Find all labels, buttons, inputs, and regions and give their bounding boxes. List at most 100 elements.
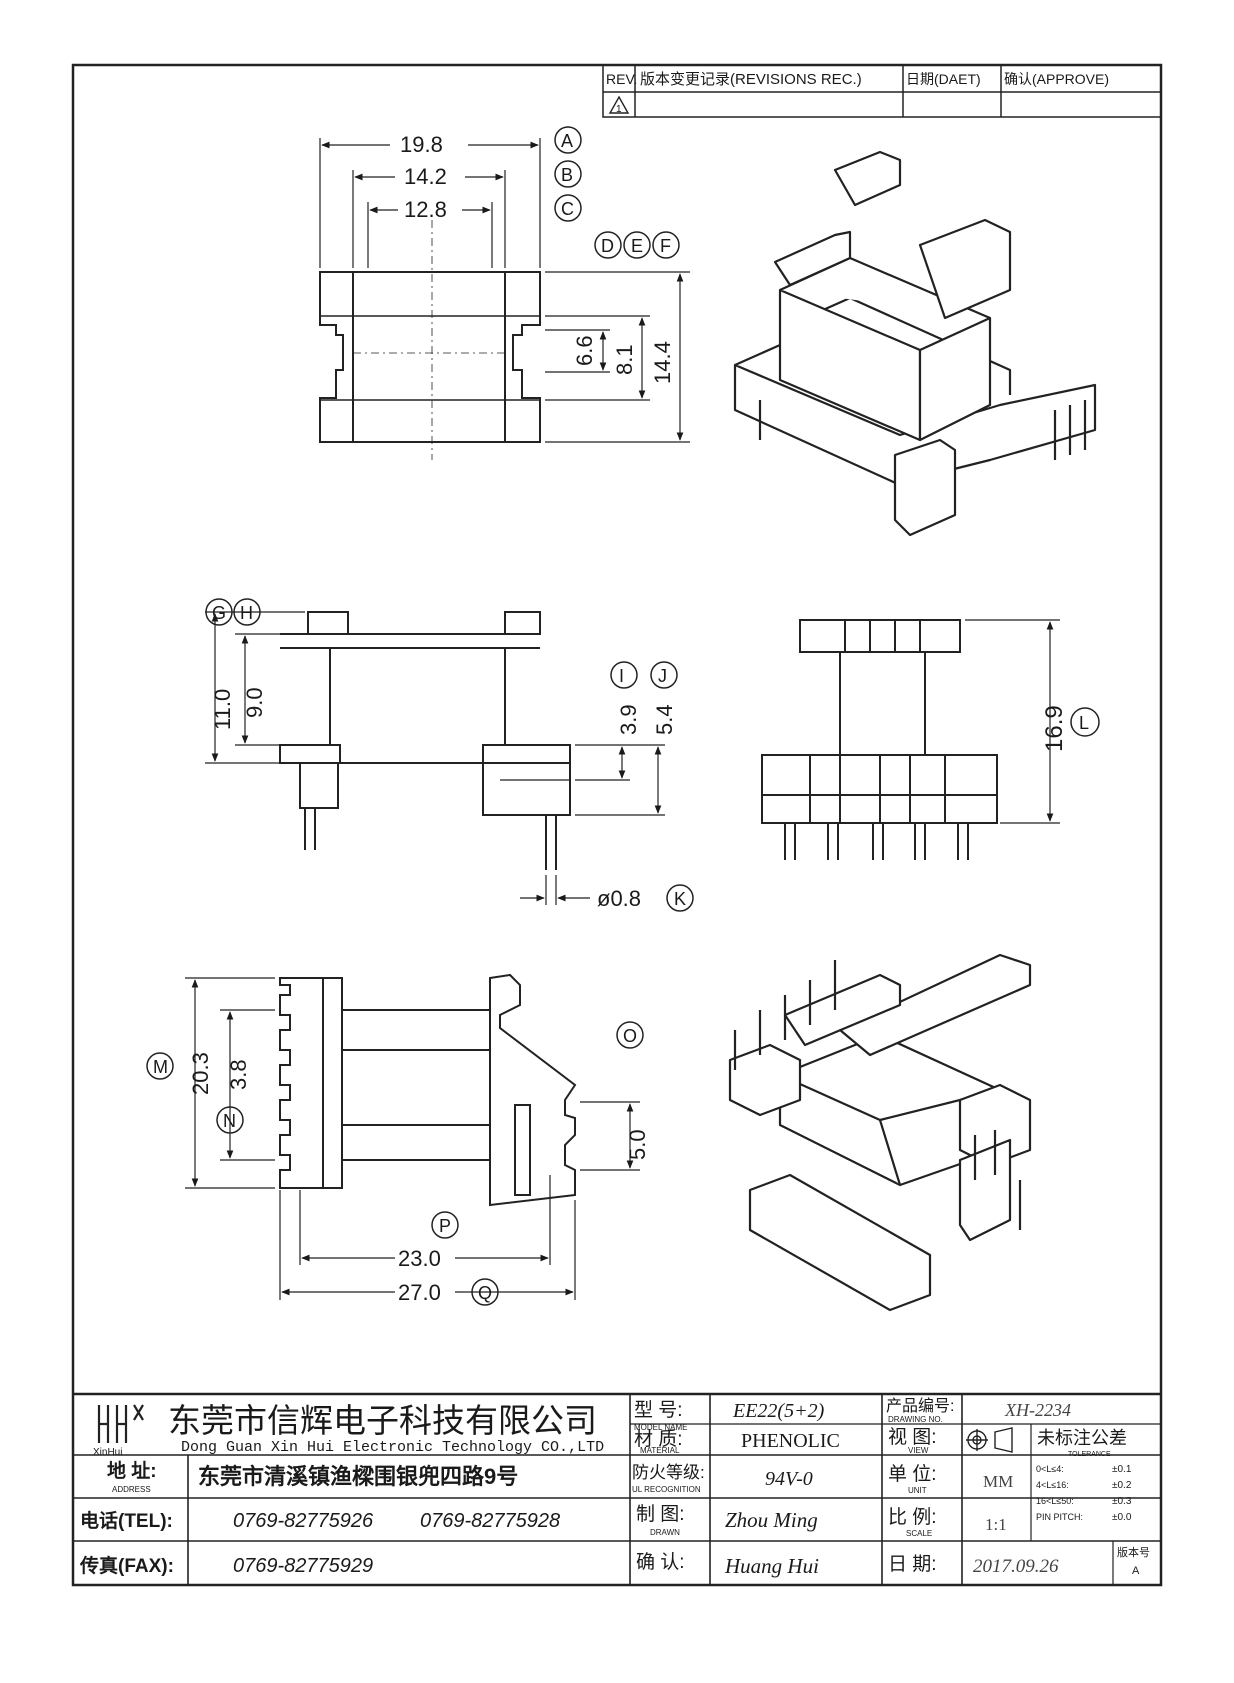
version-value: A: [1132, 1565, 1140, 1577]
rev-triangle-icon: 1: [608, 95, 630, 115]
scale-value: 1:1: [985, 1515, 1007, 1534]
ul-value: 94V-0: [765, 1468, 813, 1490]
tel-label: 电话(TEL):: [80, 1509, 173, 1532]
callout-M: M: [153, 1057, 168, 1077]
callout-H: H: [240, 603, 253, 623]
rev-record-label: 版本变更记录(REVISIONS REC.): [640, 71, 862, 88]
dim-L: 16.9: [1041, 705, 1068, 752]
callouts-bottom: [146, 1021, 644, 1306]
logo-text: XinHui: [93, 1447, 122, 1458]
ul-label: 防火等级:: [632, 1463, 705, 1482]
callout-J: J: [658, 666, 667, 686]
company-logo: [97, 1404, 144, 1443]
model-value: EE22(5+2): [732, 1400, 825, 1422]
date-label: 日 期:: [888, 1553, 937, 1575]
callouts-middle-left: [205, 598, 694, 912]
tolerance-title-en: TOLERANCE: [1068, 1451, 1111, 1458]
dim-D: 6.6: [572, 335, 597, 366]
callout-L-circle: [1070, 707, 1100, 737]
company-name-en: Dong Guan Xin Hui Electronic Technology …: [181, 1439, 604, 1456]
callout-P: P: [439, 1216, 451, 1236]
rev-date-label: 日期(DAET): [906, 71, 981, 87]
callout-A: A: [561, 131, 573, 151]
dim-B: 14.2: [404, 164, 447, 189]
dim-K: ø0.8: [597, 886, 641, 911]
tolerance-range-4: PIN PITCH:: [1036, 1512, 1083, 1522]
revision-block: [602, 64, 1162, 118]
end-view-middle-dimensions: [965, 619, 1060, 824]
tolerance-value-1: ±0.1: [1112, 1464, 1132, 1475]
drawing-no-value: XH-2234: [1004, 1400, 1071, 1420]
projection-symbol-icon: [966, 1427, 1013, 1453]
unit-label: 单 位:: [888, 1463, 937, 1485]
material-label: 材 质:: [634, 1428, 683, 1450]
dim-Q: 27.0: [398, 1280, 441, 1305]
address-label: 地 址:: [107, 1459, 157, 1482]
callout-G: G: [212, 603, 226, 623]
callout-Q: Q: [478, 1283, 492, 1303]
top-view-bottom: [279, 973, 577, 1207]
svg-text:1: 1: [616, 104, 622, 115]
callout-L: L: [1079, 713, 1089, 733]
tolerance-range-3: 16<L≤50:: [1036, 1496, 1074, 1506]
view-label: 视 图:: [888, 1426, 937, 1448]
drawn-label: 制 图:: [636, 1503, 685, 1525]
dim-N: 3.8: [226, 1059, 251, 1090]
front-view-top: [319, 220, 541, 460]
drawn-label-en: DRAWN: [650, 1528, 680, 1537]
model-label-en: MODEL NAME: [634, 1423, 688, 1432]
callout-I: I: [619, 666, 624, 686]
tel-value-1: 0769-82775926: [233, 1510, 374, 1532]
tolerance-range-1: 0<L≤4:: [1036, 1464, 1064, 1474]
material-label-en: MATERIAL: [640, 1446, 680, 1455]
dim-A: 19.8: [400, 132, 443, 157]
callout-K: K: [674, 889, 686, 909]
title-block-grid: [73, 1392, 1161, 1585]
side-view-middle: [279, 611, 571, 870]
dim-F: 14.4: [650, 341, 675, 384]
drawing-no-label: 产品编号:: [886, 1397, 954, 1415]
drawn-value: Zhou Ming: [725, 1508, 818, 1532]
tolerance-value-3: ±0.3: [1112, 1496, 1132, 1507]
fax-value: 0769-82775929: [233, 1555, 373, 1577]
dim-M: 20.3: [188, 1052, 213, 1095]
tolerance-value-4: ±0.0: [1112, 1512, 1132, 1523]
callout-D: D: [601, 236, 614, 256]
ul-label-en: UL RECOGNITION: [632, 1485, 701, 1494]
side-view-middle-dimensions: [205, 611, 665, 905]
isometric-view-bottom: [728, 953, 1032, 1312]
callout-E: E: [631, 236, 643, 256]
tolerance-range-2: 4<L≤16:: [1036, 1480, 1069, 1490]
dim-I: 3.9: [616, 704, 641, 735]
dim-P: 23.0: [398, 1246, 441, 1271]
model-label: 型 号:: [634, 1399, 683, 1421]
end-view-middle: [761, 619, 998, 860]
unit-label-en: UNIT: [908, 1486, 927, 1495]
rev-label: REV.: [606, 71, 637, 87]
fax-label: 传真(FAX):: [79, 1554, 174, 1577]
tolerance-title: 未标注公差: [1037, 1428, 1127, 1448]
dim-H: 9.0: [242, 687, 267, 718]
rev-approve-label: 确认(APPROVE): [1004, 71, 1109, 87]
isometric-view-top: [733, 150, 1097, 537]
front-view-top-dimensions: [319, 138, 690, 443]
callout-C: C: [561, 199, 574, 219]
unit-value: MM: [983, 1472, 1013, 1491]
company-name-cn: 东莞市信辉电子科技有限公司: [168, 1402, 597, 1439]
dim-J: 5.4: [652, 704, 677, 735]
callout-F: F: [660, 236, 671, 256]
scale-label: 比 例:: [888, 1506, 937, 1528]
tel-value-2: 0769-82775928: [420, 1510, 560, 1532]
dim-E: 8.1: [612, 344, 637, 375]
version-label: 版本号: [1117, 1545, 1150, 1559]
confirm-label: 确 认:: [636, 1551, 685, 1573]
drawing-no-label-en: DRAWING NO.: [888, 1415, 943, 1424]
callout-B: B: [561, 165, 573, 185]
scale-label-en: SCALE: [906, 1529, 932, 1538]
callouts-top: [554, 126, 680, 259]
view-label-en: VIEW: [908, 1446, 929, 1455]
material-value: PHENOLIC: [741, 1430, 840, 1452]
tolerance-value-2: ±0.2: [1112, 1480, 1132, 1491]
callout-O: O: [623, 1026, 637, 1046]
